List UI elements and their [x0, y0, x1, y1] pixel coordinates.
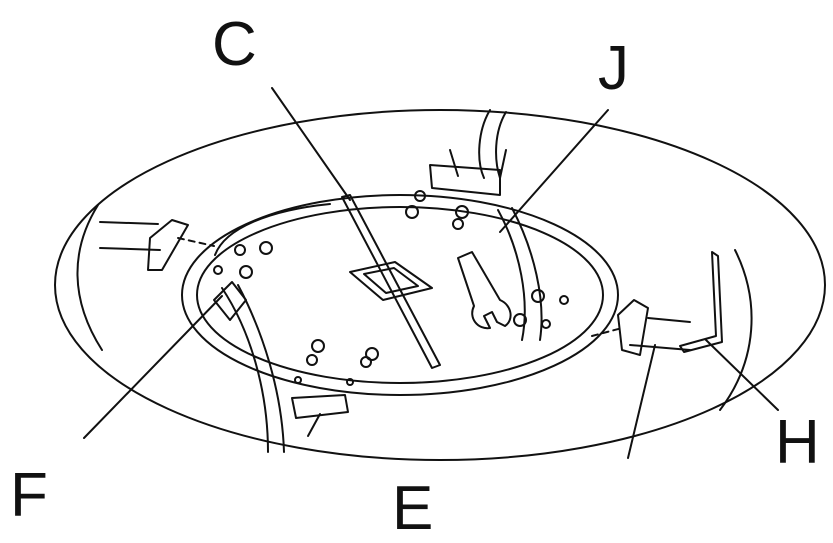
bolt-right-lower: [629, 344, 691, 351]
bolt-left-lower: [99, 247, 161, 251]
bolt-right-upper: [647, 317, 691, 323]
callout-j: J: [598, 34, 629, 103]
frame-leg-top-inner: [495, 111, 507, 179]
outer-ring: [54, 109, 826, 461]
frame-leg-top: [478, 109, 491, 179]
leg-bracket: [213, 281, 247, 321]
bolt-bottom: [307, 413, 321, 437]
stand-bracket-inner: [363, 267, 419, 294]
inner-ring-lip: [214, 203, 331, 256]
bracket-plate-left: [147, 219, 189, 271]
allen-key: [679, 251, 723, 353]
leader-h: [705, 339, 779, 411]
bolt-top-2: [499, 149, 507, 179]
leader-f: [83, 295, 223, 439]
leader-c: [271, 87, 351, 201]
callout-c: C: [212, 10, 257, 79]
callout-e: E: [392, 474, 434, 543]
stand-bracket: [349, 261, 433, 301]
nuts: [213, 190, 569, 386]
leader-j: [499, 109, 609, 233]
alignment-line-left: [177, 237, 215, 247]
frame-leg-right: [497, 209, 526, 341]
bolt-top-1: [449, 149, 459, 177]
alignment-line-right: [591, 327, 623, 337]
bolt-left-upper: [99, 221, 159, 225]
bracket-plate-bottom: [291, 394, 349, 419]
bracket-plate-right: [617, 299, 649, 356]
stand-bar: [341, 194, 441, 369]
inner-frame-ring-inner: [196, 206, 604, 384]
leader-e: [627, 344, 656, 459]
frame-leg-left: [221, 287, 269, 453]
callout-h: H: [775, 408, 820, 477]
wrench: [457, 251, 512, 330]
frame-leg-right-inner: [511, 207, 543, 341]
frame-leg-left-inner: [237, 284, 285, 453]
left-cutaway: [76, 204, 103, 351]
right-cutaway: [719, 249, 753, 411]
bracket-plate-top: [429, 164, 501, 196]
inner-frame-ring-outer: [181, 194, 619, 396]
callout-f: F: [10, 461, 48, 530]
